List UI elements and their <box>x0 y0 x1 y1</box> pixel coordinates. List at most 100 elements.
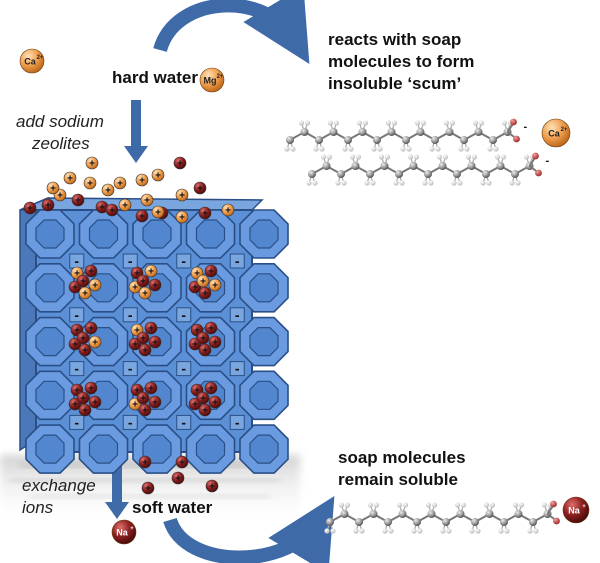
oxygen-atom <box>550 500 557 508</box>
hydrogen-atom <box>509 180 515 186</box>
hydrogen-atom <box>312 180 318 186</box>
sodium-ion: + <box>84 321 98 335</box>
sodium-ion: + <box>173 156 187 170</box>
sodium-ion: + <box>136 274 150 288</box>
ion-charge-label: + <box>212 338 218 349</box>
hydrogen-atom <box>454 502 461 508</box>
hydrogen-atom <box>458 146 464 152</box>
ion-charge-label: + <box>89 159 95 170</box>
ion-charge-label: + <box>82 289 88 300</box>
ion-charge-label: + <box>130 526 134 532</box>
ion-symbol-label: Mg <box>204 76 217 86</box>
framework-charge-label: - <box>181 361 186 377</box>
hydrogen-atom <box>493 146 499 152</box>
sodium-ion: + <box>105 203 119 217</box>
zeolite-cage <box>239 209 289 259</box>
calcium-ion: + <box>78 286 92 300</box>
framework-charge-label: - <box>235 307 240 323</box>
calcium-ion: + <box>208 278 222 292</box>
hydrogen-atom <box>324 528 330 534</box>
soft-water-label: soft water <box>132 498 213 517</box>
hydrogen-atom <box>446 528 452 534</box>
hydrogen-atom <box>475 528 481 534</box>
sodium-ion: + <box>144 321 158 335</box>
ion-sphere <box>193 181 207 195</box>
ion-sphere <box>76 331 90 345</box>
soap-molecule-scum-lower: - <box>306 152 550 186</box>
ion-sphere <box>138 455 152 469</box>
sodium-ion: + <box>141 481 155 495</box>
carbon-atom <box>424 170 432 178</box>
hydrogen-atom <box>353 528 359 534</box>
calcium-ion: + <box>46 181 60 195</box>
ion-charge-label: + <box>175 474 181 485</box>
ion-charge-label: + <box>200 394 206 405</box>
ion-sphere <box>88 395 102 409</box>
cage-connector <box>176 414 192 430</box>
hydrogen-atom <box>486 180 492 186</box>
ion-sphere <box>148 395 162 409</box>
carbon-atom <box>438 162 447 170</box>
hydrogen-atom <box>504 528 510 534</box>
hydrogen-atom <box>327 120 334 126</box>
calcium-ion: + <box>63 171 77 185</box>
sodium-ion: + <box>88 395 102 409</box>
hydrogen-atom <box>393 180 399 186</box>
hydrogen-atom <box>489 502 496 508</box>
ion-charge-label: + <box>192 340 198 351</box>
carbon-atom <box>445 128 454 136</box>
hydrogen-atom <box>483 502 490 508</box>
ion-sphere <box>196 331 210 345</box>
zeolite-cage <box>78 424 129 474</box>
carbon-atom <box>453 170 461 178</box>
sodium-ion: + <box>136 391 150 405</box>
ion-charge-label: + <box>202 406 208 417</box>
ion-charge-label: + <box>134 326 140 337</box>
hydrogen-atom <box>338 502 345 508</box>
carbon-atom <box>380 162 389 170</box>
sodium-ion: + <box>78 403 92 417</box>
hydrogen-atom <box>512 502 519 508</box>
ion-charge-label: + <box>142 289 148 300</box>
ion-sphere <box>138 343 152 357</box>
ion-sphere <box>208 278 222 292</box>
hydrogen-atom <box>377 146 383 152</box>
carbon-atom <box>286 136 294 144</box>
ion-charge-label: + <box>208 267 214 278</box>
hydrogen-atom <box>500 154 507 160</box>
framework-charge-label: - <box>128 414 133 430</box>
hydrogen-atom <box>378 154 385 160</box>
cage-inner <box>35 380 65 410</box>
hydrogen-atom <box>367 502 374 508</box>
ion-charge-label: + <box>212 281 218 292</box>
calcium-ion: + <box>135 173 149 187</box>
curved-arrow-bottom <box>163 496 335 563</box>
ion-charge-label: + <box>74 326 80 337</box>
sodium-ion: + <box>138 403 152 417</box>
ion-sphere <box>198 343 212 357</box>
hydrogen-atom <box>349 154 356 160</box>
carbon-atom <box>427 510 436 518</box>
hydrogen-atom <box>428 180 434 186</box>
ion-sphere <box>78 286 92 300</box>
hydrogen-atom <box>449 120 456 126</box>
calcium-ion: + <box>101 183 115 197</box>
cage-inner <box>35 327 65 357</box>
zeolite-cage <box>239 262 289 313</box>
zeolite-cage <box>78 209 129 259</box>
ion-charge-label: + <box>134 269 140 280</box>
ion-sphere <box>118 198 132 212</box>
carbon-atom <box>344 136 352 144</box>
sodium-ion: + <box>71 193 85 207</box>
carboxylate-charge-label: - <box>524 121 528 133</box>
ion-charge-label: + <box>209 482 215 493</box>
ion-sphere <box>83 176 97 190</box>
hydrogen-atom <box>515 180 521 186</box>
hydrogen-atom <box>385 120 392 126</box>
ion-sphere <box>19 48 45 74</box>
ion-charge-label: + <box>92 281 98 292</box>
ion-sphere <box>78 403 92 417</box>
ion-charge-label: + <box>200 277 206 288</box>
